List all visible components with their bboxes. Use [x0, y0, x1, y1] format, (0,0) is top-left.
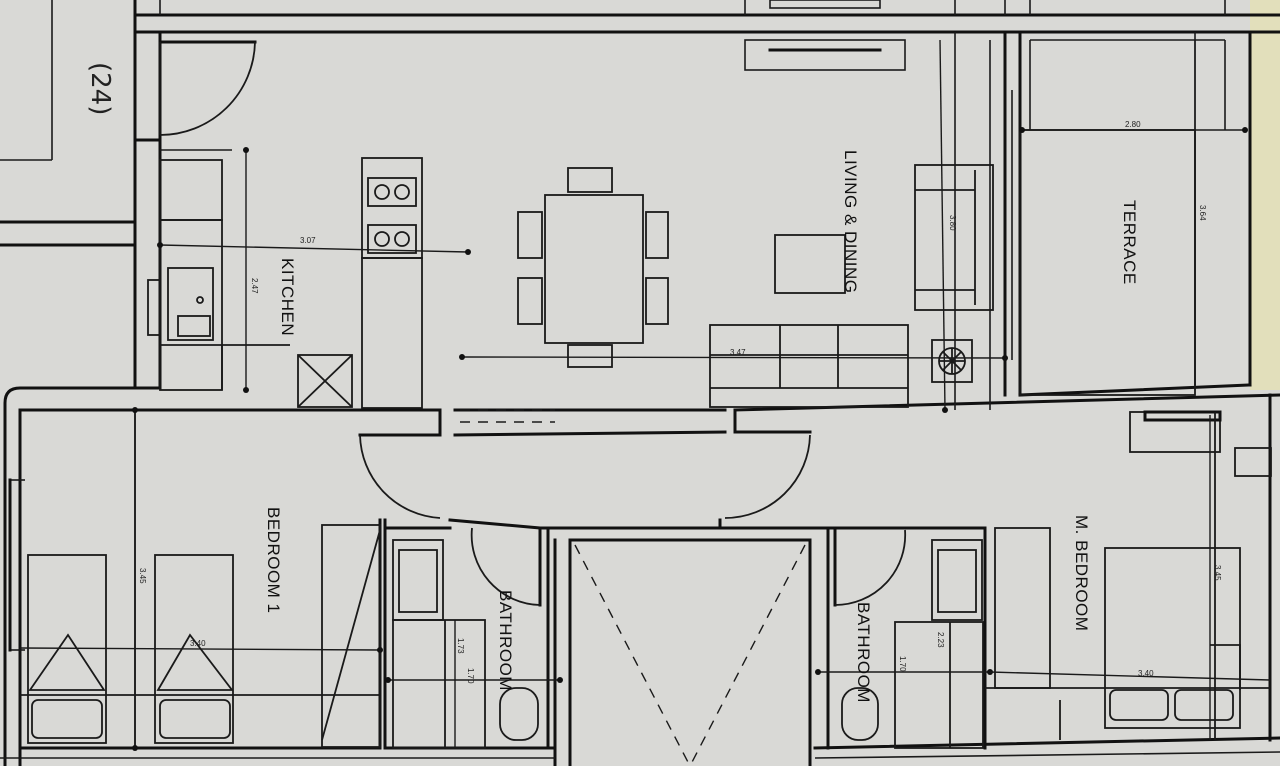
toilet-1-icon [499, 687, 539, 741]
dim-bedroom1-depth: 3.45 [138, 568, 147, 584]
dim-bedroom1-width: 3.40 [190, 639, 206, 648]
double-bed [1104, 547, 1241, 729]
sofa [709, 324, 909, 408]
room-label-bedroom1: BEDROOM 1 [264, 507, 283, 614]
room-label-mbedroom: M. BEDROOM [1072, 515, 1091, 631]
room-label-terrace: TERRACE [1120, 200, 1139, 285]
armchair [914, 164, 994, 311]
room-label-living: LIVING & DINING [841, 150, 860, 294]
doors [158, 40, 907, 606]
dim-bath2-width: 1.70 [898, 656, 907, 672]
bathroom1-fixtures [392, 539, 539, 749]
kitchen-fixtures [147, 157, 423, 409]
toilet-2-icon [841, 687, 879, 741]
basin-1-icon [398, 549, 438, 613]
coffee-table [774, 234, 846, 294]
dining-table [544, 194, 644, 344]
fan-icon [931, 339, 973, 383]
dim-mbed-width: 3.40 [1138, 669, 1154, 678]
room-label-kitchen: KITCHEN [278, 258, 297, 336]
edge-strip [1250, 0, 1280, 390]
dim-mbed-depth: 3.45 [1213, 565, 1222, 581]
room-label-bathroom2: BATHROOM [854, 602, 873, 703]
labels: (24) KITCHEN LIVING & DINING TERRACE BED… [85, 62, 1222, 703]
room-label-bathroom1: BATHROOM [496, 590, 515, 691]
dim-bath2-depth: 2.23 [936, 632, 945, 648]
dim-bath1-width: 1.73 [456, 638, 465, 654]
mbedroom-furniture [985, 410, 1272, 740]
kitchen-sink-icon [167, 267, 214, 341]
bathroom2-fixtures [841, 539, 984, 749]
unit-number: (24) [85, 62, 115, 115]
dim-bath1-depth: 1.70 [466, 668, 475, 684]
basin-2-icon [937, 549, 977, 613]
dim-kitchen-width: 3.07 [300, 236, 316, 245]
wardrobe [321, 524, 381, 748]
dim-terrace-width: 2.80 [1125, 120, 1141, 129]
duct-icon [297, 354, 353, 408]
dim-living-depth: 3.80 [948, 215, 957, 231]
living-furniture [517, 164, 994, 408]
dim-kitchen-depth: 2.47 [250, 278, 259, 294]
dim-living-width: 3.47 [730, 348, 746, 357]
dimension-lines [19, 39, 1271, 751]
dim-terrace-depth: 3.64 [1198, 205, 1207, 221]
